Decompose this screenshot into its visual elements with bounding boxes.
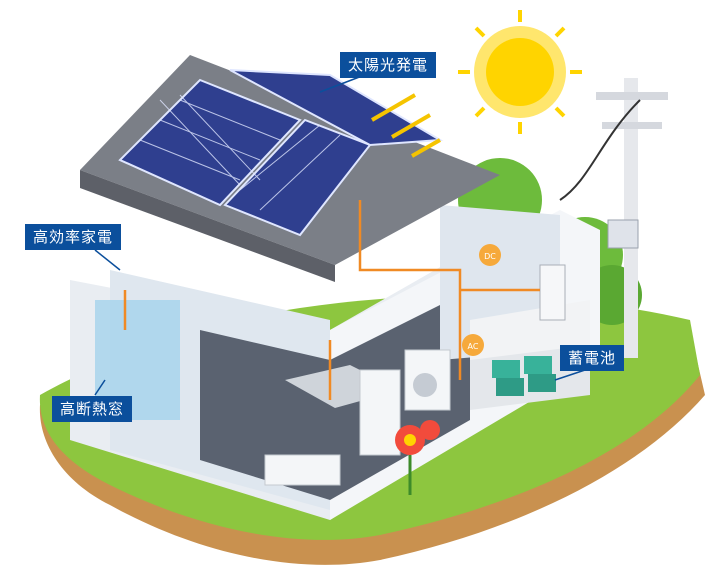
leader-lines	[94, 75, 586, 396]
solar-power-label: 太陽光発電	[340, 52, 437, 78]
wiring	[123, 200, 540, 400]
ac-badge-text: AC	[468, 342, 479, 351]
sunlight-arrows	[370, 93, 441, 158]
kitchen	[264, 349, 451, 486]
solar-panels	[118, 69, 444, 237]
ac-badge: AC	[462, 334, 484, 356]
storage-battery-label: 蓄電池	[560, 345, 625, 371]
utility-pole	[559, 78, 668, 358]
efficient-appliance-label: 高効率家電	[25, 224, 122, 250]
flower-icon	[395, 420, 440, 495]
insulated-window-label: 高断熱窓	[52, 396, 133, 422]
sun-icon	[458, 10, 582, 134]
dc-badge-text: DC	[484, 252, 496, 261]
dc-badge: DC	[479, 244, 501, 266]
